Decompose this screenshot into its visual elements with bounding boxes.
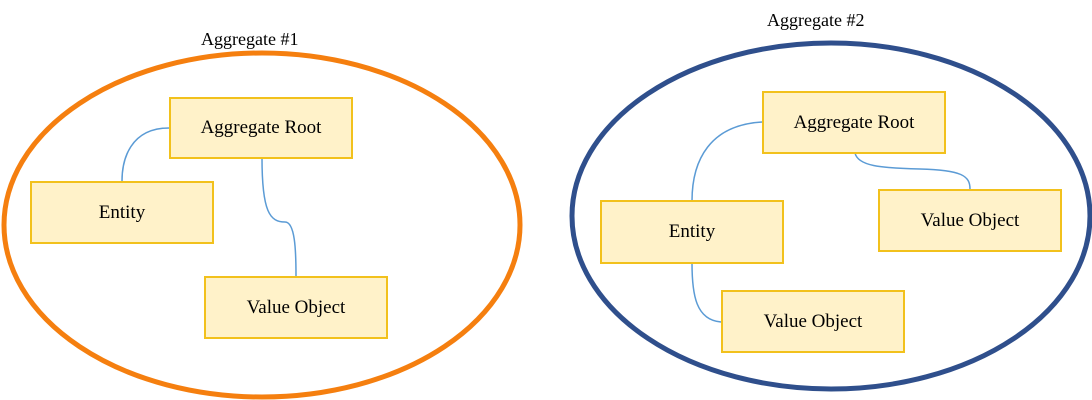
connector-entity-valueobject-bottom-2 (691, 262, 722, 323)
connector-root-entity-1 (121, 127, 170, 182)
aggregate-2-boundary (569, 40, 1092, 392)
connector-root-valueobject-1 (261, 157, 297, 277)
aggregate-root-1: Aggregate Root (169, 97, 353, 159)
aggregate-root-2: Aggregate Root (762, 91, 946, 154)
entity-1: Entity (30, 181, 214, 244)
value-object-bottom-2: Value Object (721, 290, 905, 353)
aggregate-1-title: Aggregate #1 (193, 28, 307, 50)
connector-root-valueobject-right-2 (854, 152, 971, 190)
value-object-1: Value Object (204, 276, 388, 339)
entity-2: Entity (600, 200, 784, 264)
aggregate-2-title: Aggregate #2 (767, 9, 865, 31)
value-object-right-2: Value Object (878, 189, 1062, 252)
aggregate-1-boundary (1, 50, 523, 400)
connector-root-entity-2 (691, 121, 763, 202)
